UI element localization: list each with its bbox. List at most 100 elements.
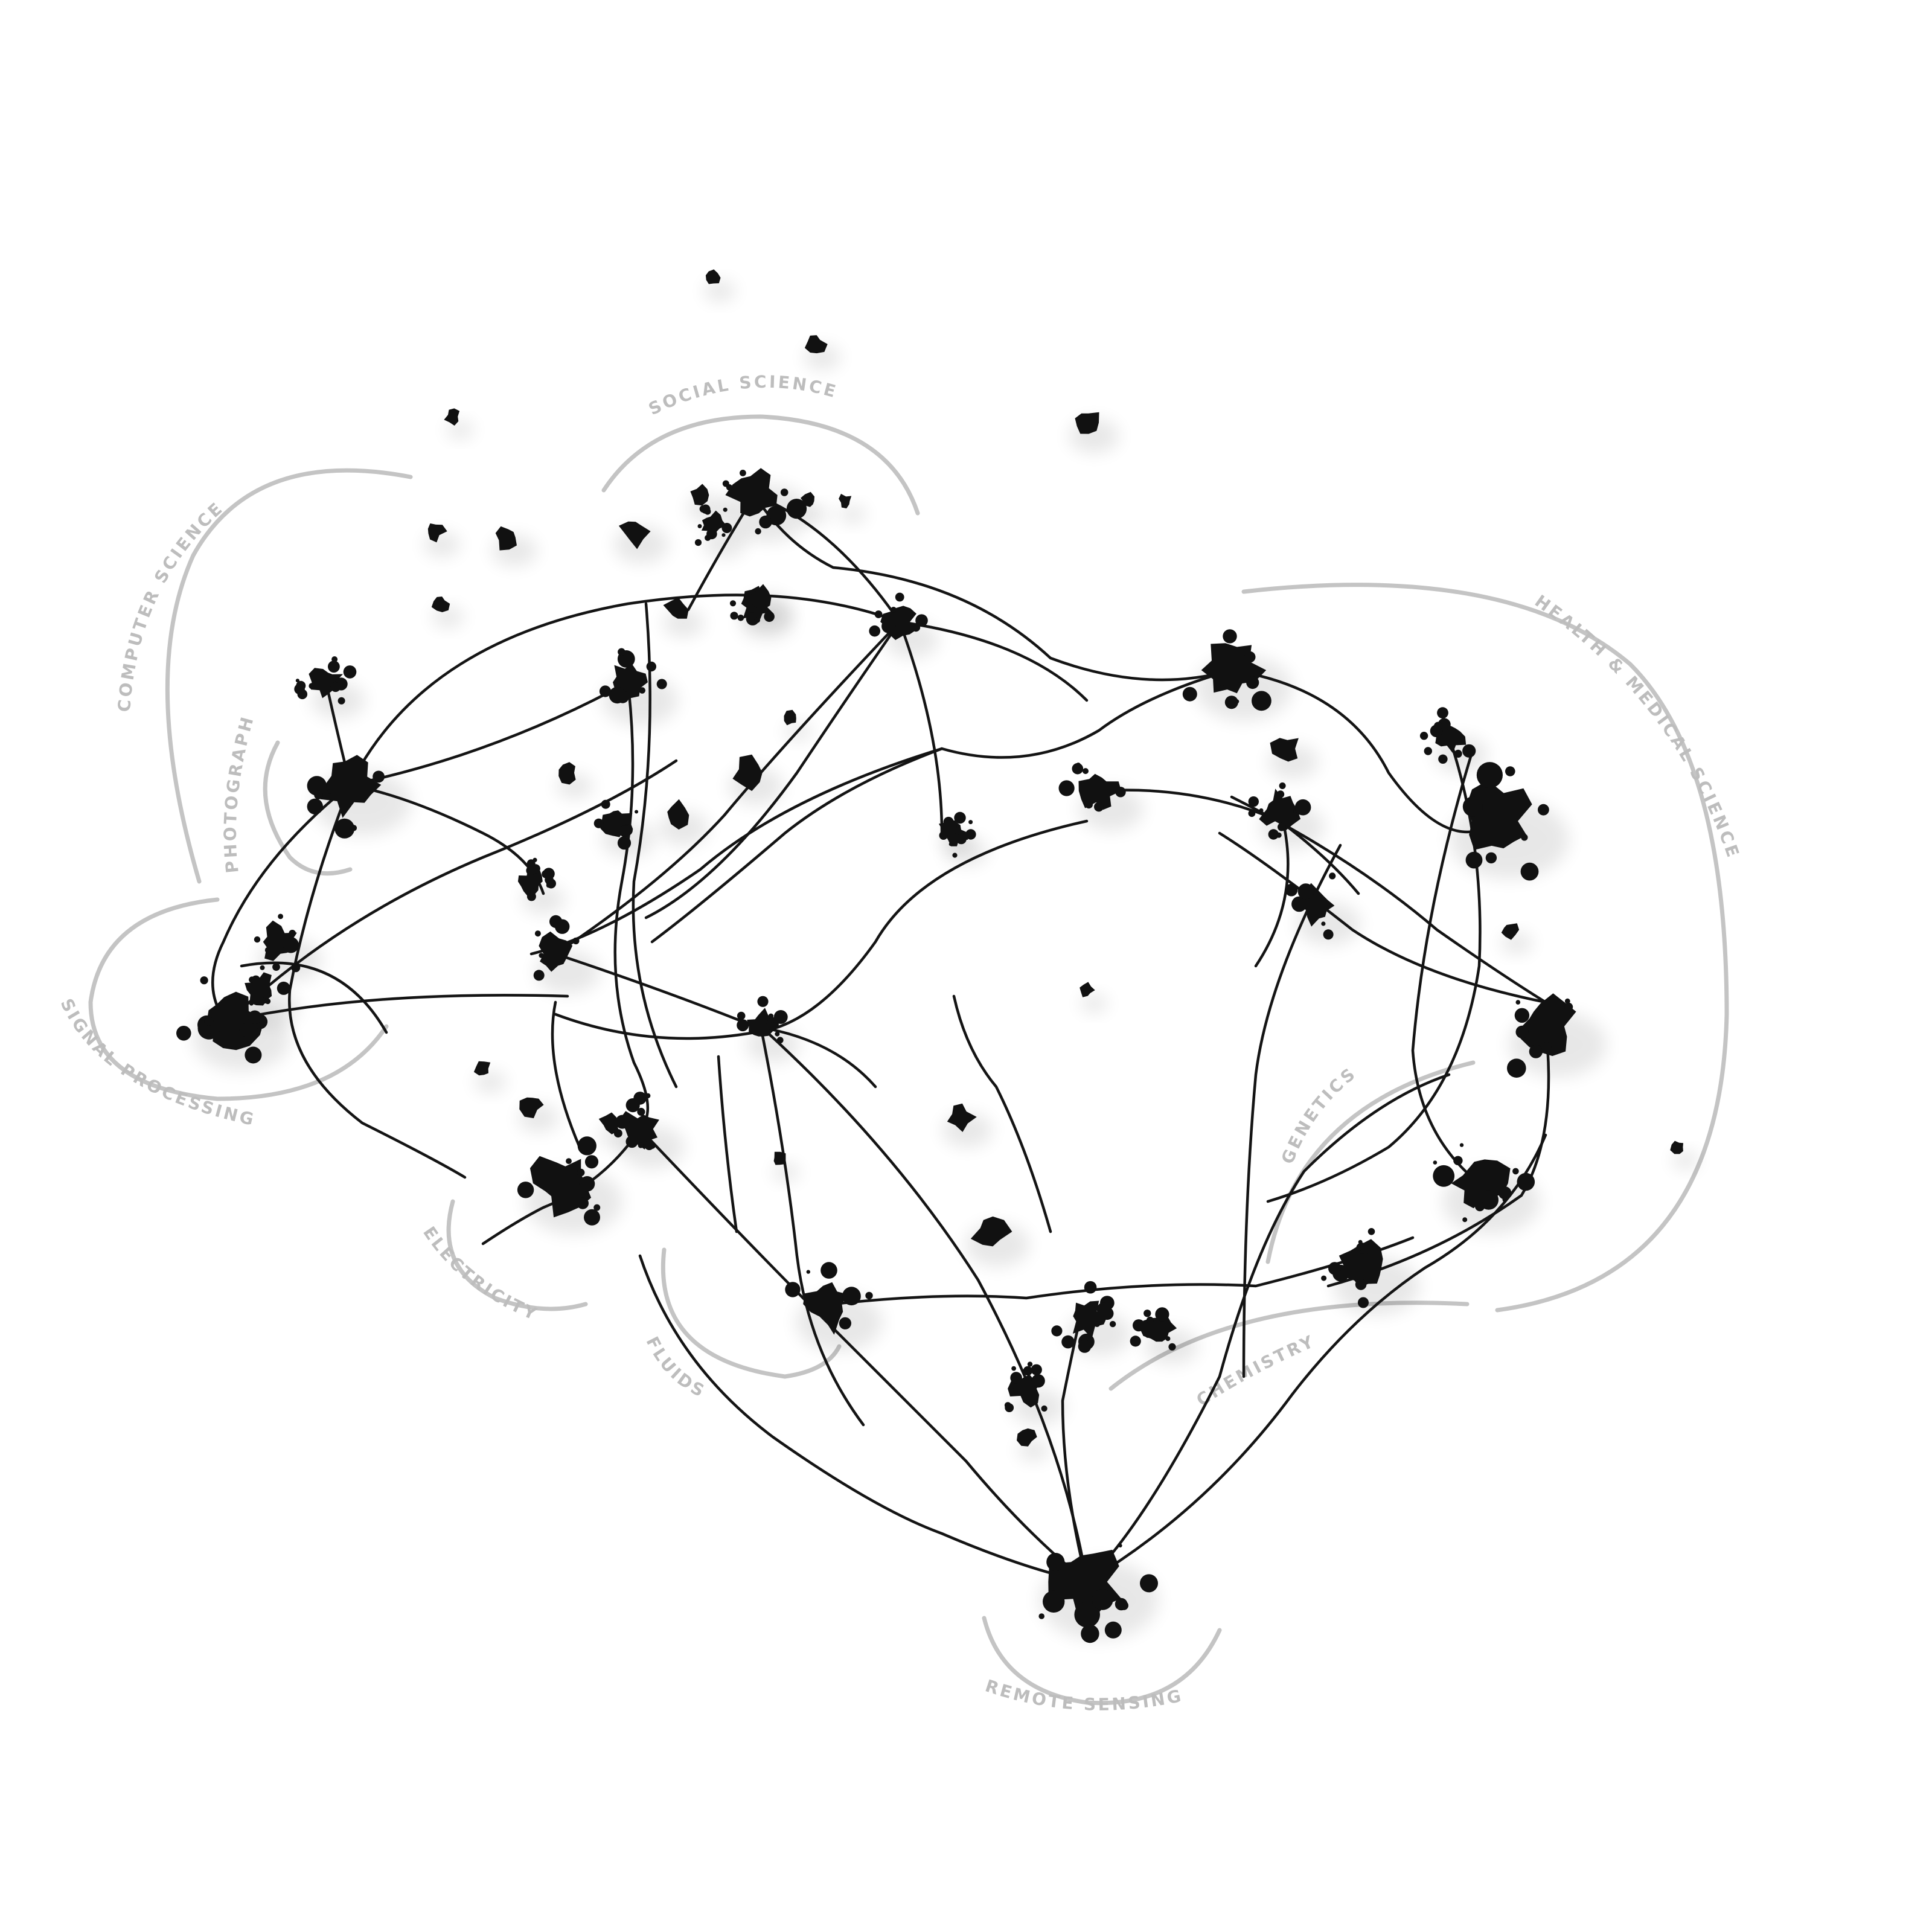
ink-droplet [1094,1321,1100,1327]
ink-droplet [869,625,880,637]
ink-droplet [1244,651,1256,663]
ink-speck [801,491,814,507]
ink-droplet [577,1136,597,1156]
ink-node-core [1466,780,1532,850]
ink-droplet [176,1026,191,1041]
ink-droplet [1248,796,1259,807]
ink-droplet [755,528,761,535]
ink-droplet [517,1182,534,1198]
ink-droplet [601,799,610,809]
label-social-science: SOCIAL SCIENCE [645,372,840,419]
ink-droplet [248,1010,262,1025]
ink-droplet [1520,862,1539,881]
ink-node [785,1262,873,1335]
ink-edge [1085,1073,1451,1584]
ink-droplet [965,829,976,840]
ink-droplet [1031,1364,1042,1375]
ink-droplet [1358,1239,1363,1244]
ink-speck [732,754,763,792]
ink-droplet [539,953,544,958]
ink-speck [663,597,689,619]
ink-speck [618,521,651,549]
ink-node [1182,629,1271,711]
ink-edge [650,747,944,944]
ink-edge [481,1127,642,1246]
ink-droplet [577,1197,589,1209]
ink-droplet [1096,1302,1110,1316]
ink-droplet [549,915,563,928]
ink-edge [638,1254,1089,1584]
ink-node [1321,1228,1383,1308]
ink-speck [1075,412,1099,434]
ink-speck [558,762,576,785]
ink-droplet [881,619,896,633]
ink-droplet [1541,1041,1552,1052]
ink-droplet [1246,676,1259,689]
ink-droplet [1083,768,1089,775]
ink-edge [554,952,877,1089]
ink-edge [753,493,1233,682]
ink-speck [1270,738,1299,762]
ink-droplet [264,998,271,1005]
ink-edge [1242,843,1342,1378]
ink-droplet [526,859,536,868]
ink-droplet [1259,808,1264,813]
ink-droplet [948,842,953,846]
ink-edge [211,783,352,1028]
ink-droplet [726,484,733,491]
ink-droplet [1502,1197,1508,1203]
ink-droplet [842,1287,861,1306]
ink-node [533,915,580,981]
ink-droplet [912,623,921,632]
ink-droplet [584,1209,600,1226]
ink-droplet [1038,1613,1044,1619]
ink-edge [554,819,1089,1040]
ink-droplet [260,965,265,970]
ink-edge [348,680,630,787]
ink-droplet [1453,1156,1463,1166]
ink-node [737,996,788,1044]
ink-droplet [1074,1602,1100,1628]
ink-speck [1017,1428,1037,1447]
ink-node-core [701,510,726,540]
ink-droplet [373,770,385,783]
ink-droplet [1517,1172,1535,1191]
ink-speck [1670,1140,1683,1154]
ink-droplet [786,499,807,519]
ink-droplet [1051,1325,1063,1337]
ink-droplet [1459,1143,1464,1147]
ink-droplet [776,1037,784,1044]
ink-droplet [1433,1165,1455,1187]
ink-droplet [251,975,260,985]
ink-droplet [1085,801,1093,809]
ink-speck [705,269,721,284]
ink-droplet [1248,810,1256,817]
ink-droplet [307,798,323,815]
ink-droplet [327,789,332,794]
ink-droplet [694,539,702,546]
arc-fluids [661,1247,842,1379]
ink-droplet [1224,696,1238,709]
ink-droplet [200,976,208,985]
ink-droplet [1078,1340,1092,1353]
ink-droplet [820,1262,837,1279]
ink-droplet [881,617,886,621]
ink-droplet [1005,1403,1014,1413]
ink-droplet [254,936,261,943]
ink-droplet [1084,1281,1097,1294]
ink-node [1433,1143,1535,1223]
ink-droplet [584,1155,599,1169]
ink-droplet [1279,782,1286,789]
ink-droplet [638,1142,644,1148]
ink-node [599,648,667,704]
ink-droplet [1011,1366,1016,1371]
ink-droplet [1061,1335,1075,1349]
ink-droplet [1027,1361,1033,1367]
ink-droplet [616,690,629,703]
ink-droplet [1223,629,1237,644]
ink-droplet [1092,1303,1097,1308]
ink-droplet [272,963,280,971]
ink-node [722,468,807,535]
ink-droplet [721,523,732,533]
ink-droplet [204,1016,214,1026]
